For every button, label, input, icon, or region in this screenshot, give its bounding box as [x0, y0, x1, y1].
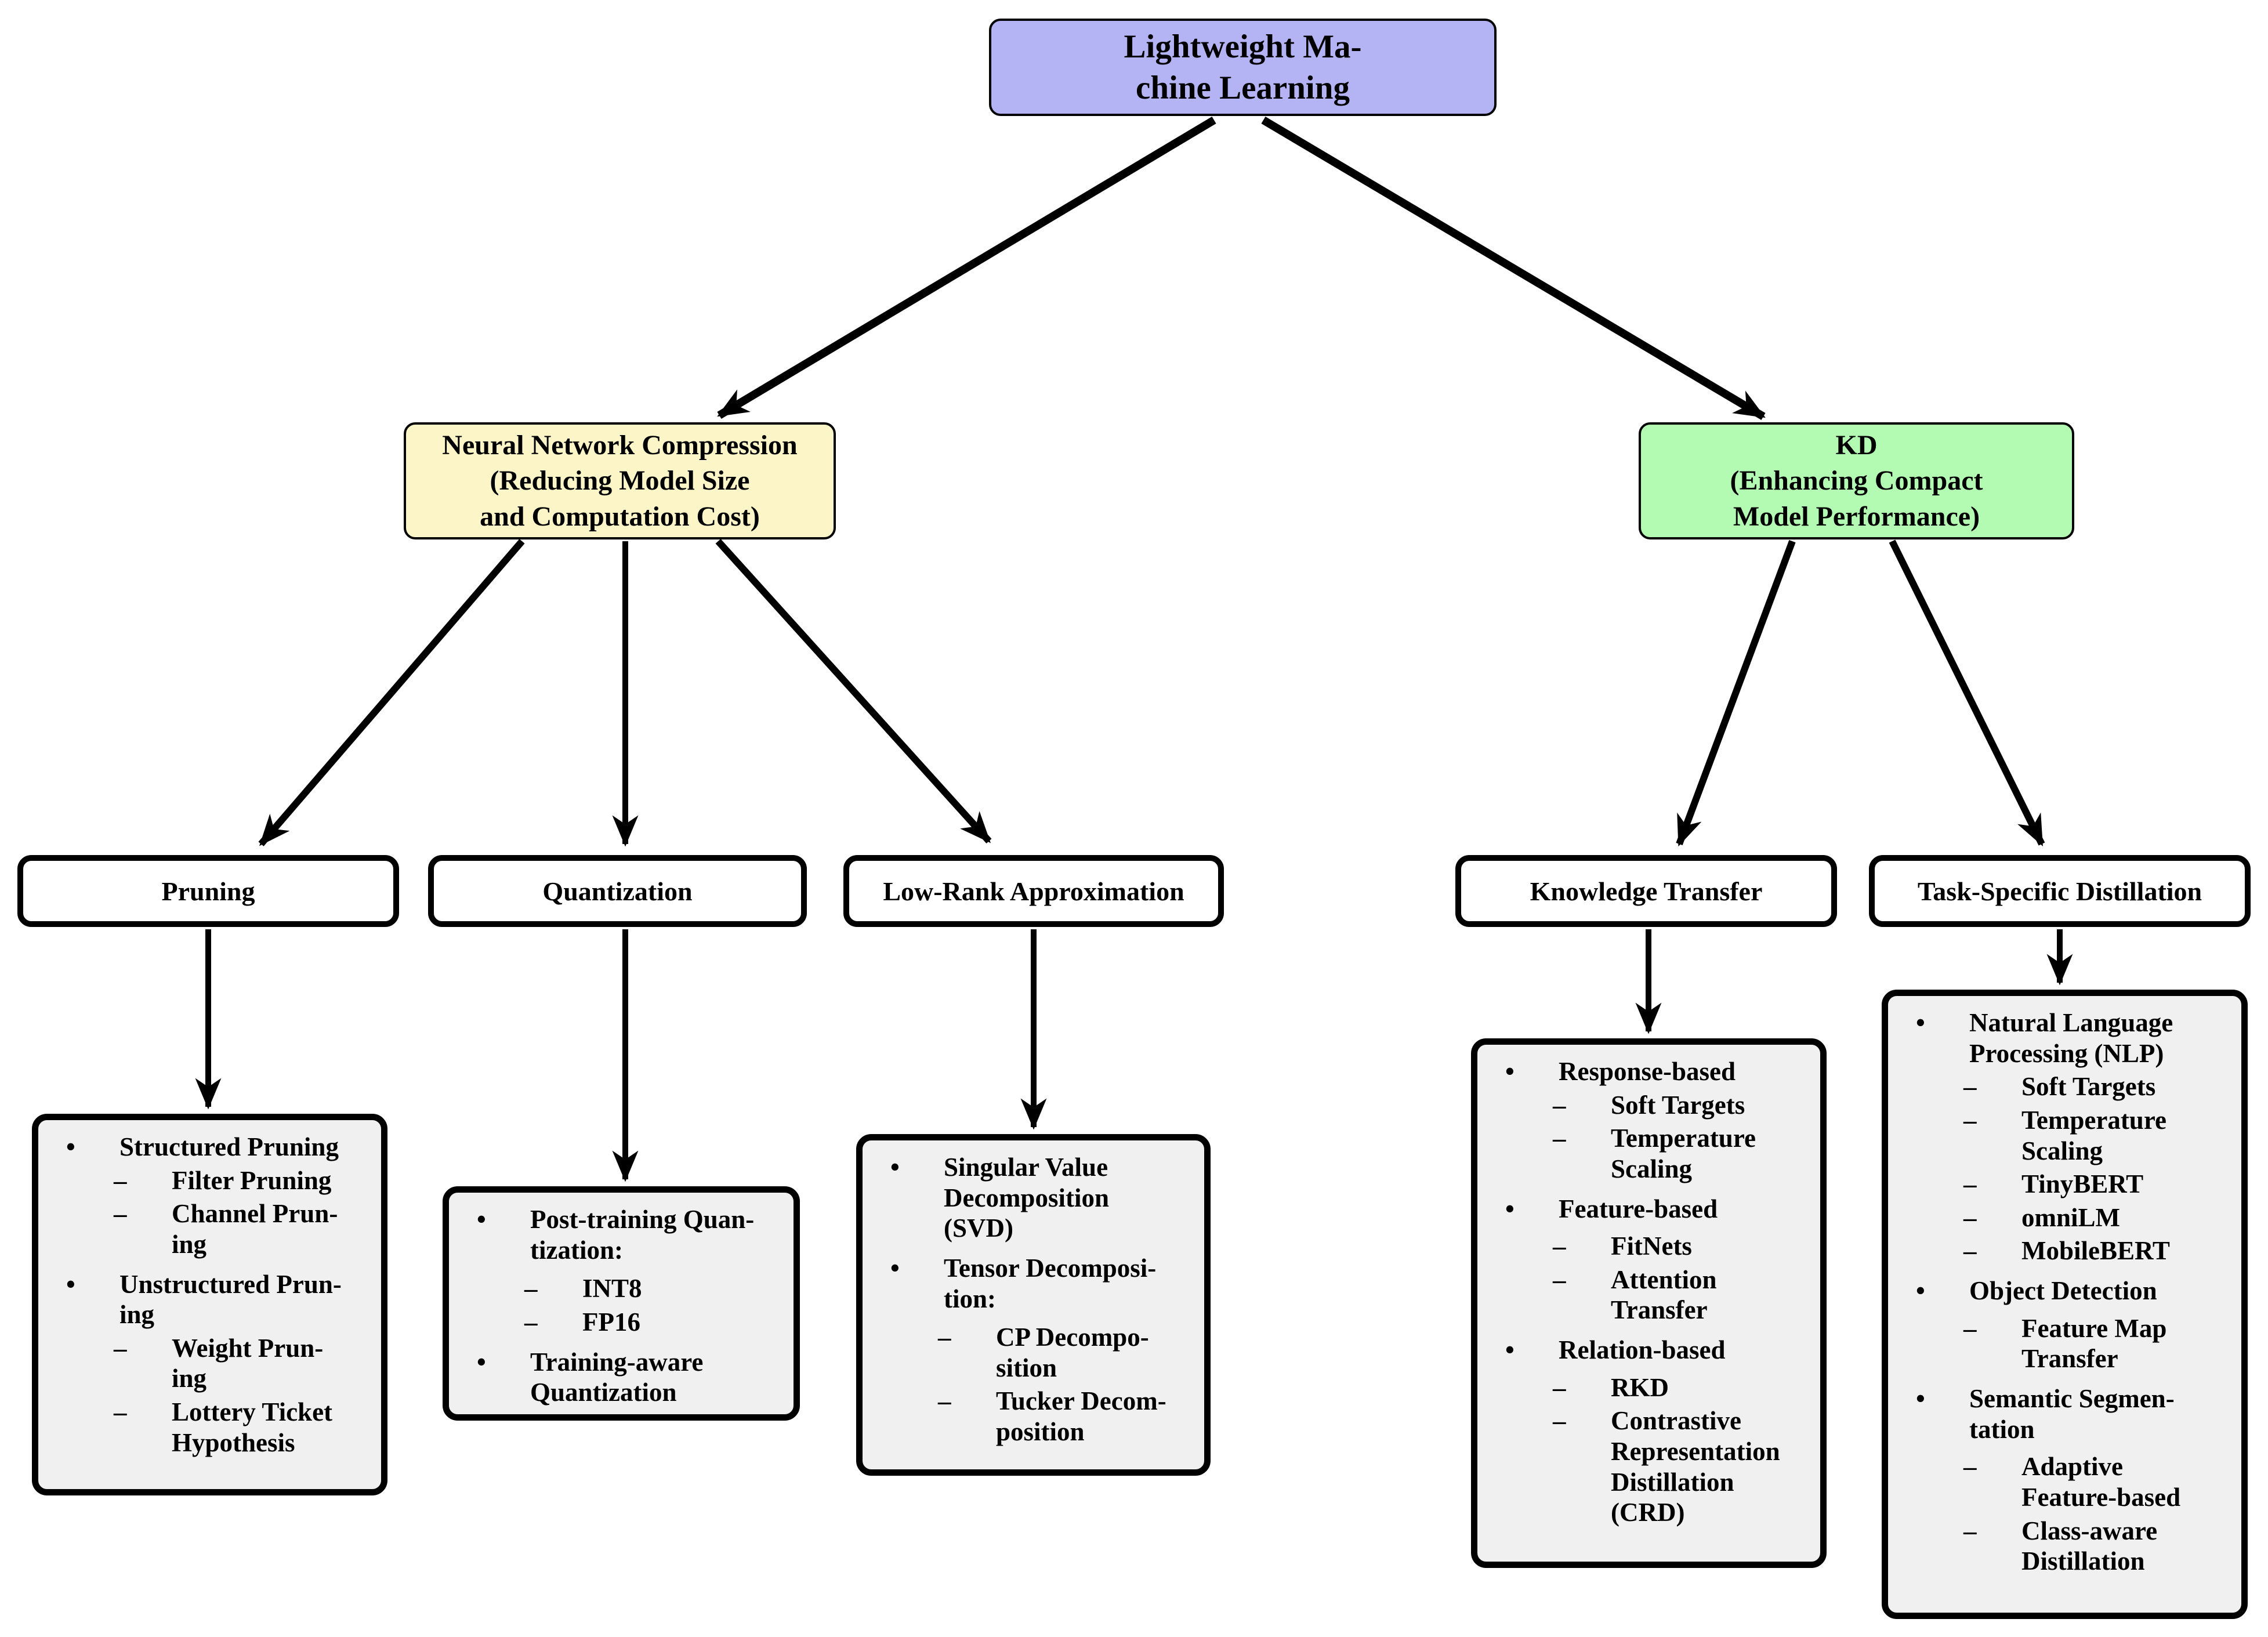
list-item: • Object Detection: [1916, 1276, 2157, 1306]
list-item: – FP16: [524, 1307, 640, 1337]
list-item: • Structured Pruning: [66, 1132, 339, 1161]
dash-icon: –: [1963, 1516, 1977, 1545]
list-item: – CP Decompo- sition: [938, 1323, 1149, 1382]
list-item: – RKD: [1553, 1372, 1669, 1402]
list-item: • Relation-based: [1505, 1335, 1726, 1365]
list-item: • Response-based: [1505, 1057, 1736, 1086]
branch-node-neural-network-compression: Neural Network Compression (Reducing Mod…: [404, 422, 836, 539]
list-item: – omniLM: [1963, 1203, 2121, 1232]
dash-icon: –: [114, 1333, 127, 1363]
list-item: – Weight Prun- ing: [114, 1333, 324, 1393]
bullet-icon: •: [66, 1269, 75, 1299]
list-item: – FitNets: [1553, 1232, 1692, 1261]
bullet-icon: •: [477, 1205, 486, 1234]
bullet-icon: •: [890, 1153, 900, 1182]
list-item: • Tensor Decomposi- tion:: [890, 1253, 1157, 1313]
category-node-low-rank-approximation: Low-Rank Approximation: [843, 855, 1224, 927]
dash-icon: –: [114, 1165, 127, 1195]
category-node-label: Pruning: [161, 876, 255, 906]
arrow-kd-to-knowledge: [1676, 539, 1796, 847]
dash-icon: –: [1963, 1313, 1977, 1343]
category-node-knowledge-transfer: Knowledge Transfer: [1455, 855, 1837, 927]
list-item: – Channel Prun- ing: [114, 1199, 338, 1259]
dash-icon: –: [114, 1397, 127, 1427]
list-item: – Feature Map Transfer: [1963, 1313, 2167, 1374]
bullet-icon: •: [1505, 1057, 1515, 1086]
arrow-root-to-kd: [1261, 116, 1766, 421]
list-item: • Training-aware Quantization: [477, 1347, 704, 1407]
list-item: – Class-aware Distillation: [1963, 1516, 2158, 1576]
detail-panel-low-rank-approximation: • Singular Value Decomposition (SVD) • T…: [856, 1134, 1211, 1476]
list-item: – Lottery Ticket Hypothesis: [114, 1397, 333, 1457]
list-item: – Temperature Scaling: [1963, 1105, 2166, 1165]
list-item: • Unstructured Prun- ing: [66, 1269, 342, 1330]
list-item: – Contrastive Representation Distillatio…: [1553, 1406, 1780, 1527]
list-item: – Adaptive Feature-based: [1963, 1452, 2181, 1512]
dash-icon: –: [1963, 1236, 1977, 1266]
arrow-nnc-to-pruning: [258, 539, 525, 846]
dash-icon: –: [1963, 1169, 1977, 1199]
bullet-icon: •: [1505, 1335, 1515, 1365]
bullet-icon: •: [66, 1132, 75, 1161]
branch-node-label: Neural Network Compression (Reducing Mod…: [442, 429, 798, 532]
dash-icon: –: [1963, 1203, 1977, 1232]
bullet-icon: •: [477, 1347, 486, 1377]
bullet-icon: •: [1505, 1194, 1515, 1223]
list-item: – MobileBERT: [1963, 1236, 2170, 1266]
arrow-root-to-nnc: [717, 116, 1216, 419]
detail-panel-knowledge-transfer: • Response-based – Soft Targets – Temper…: [1471, 1038, 1827, 1568]
bullet-icon: •: [1916, 1384, 1925, 1414]
category-node-quantization: Quantization: [428, 855, 807, 927]
list-item: • Natural Language Processing (NLP): [1916, 1008, 2173, 1068]
dash-icon: –: [938, 1323, 951, 1352]
list-item: – Filter Pruning: [114, 1165, 332, 1195]
list-item: – Temperature Scaling: [1553, 1124, 1756, 1183]
dash-icon: –: [1963, 1072, 1977, 1102]
root-node-lightweight-machine-learning: Lightweight Ma- chine Learning: [989, 19, 1497, 116]
list-item: • Singular Value Decomposition (SVD): [890, 1153, 1109, 1243]
detail-panel-quantization: • Post-training Quan- tization: – INT8 –…: [443, 1186, 800, 1421]
root-node-label: Lightweight Ma- chine Learning: [1124, 28, 1362, 106]
list-item: – Tucker Decom- position: [938, 1386, 1166, 1447]
arrow-nnc-to-lowrank: [715, 538, 992, 844]
category-node-label: Quantization: [542, 876, 693, 906]
category-node-label: Knowledge Transfer: [1530, 876, 1763, 906]
list-item: • Semantic Segmen- tation: [1916, 1384, 2175, 1444]
detail-panel-task-specific-distillation: • Natural Language Processing (NLP) – So…: [1882, 990, 2248, 1619]
category-node-label: Low-Rank Approximation: [883, 876, 1184, 906]
dash-icon: –: [1963, 1105, 1977, 1135]
branch-node-label: KD (Enhancing Compact Model Performance): [1730, 429, 1983, 532]
dash-icon: –: [1553, 1232, 1566, 1261]
list-item: – INT8: [524, 1274, 642, 1303]
dash-icon: –: [1553, 1265, 1566, 1294]
list-item: – Soft Targets: [1553, 1090, 1745, 1120]
dash-icon: –: [1553, 1124, 1566, 1153]
dash-icon: –: [114, 1199, 127, 1229]
list-item: – Attention Transfer: [1553, 1265, 1717, 1325]
bullet-icon: •: [1916, 1276, 1925, 1306]
dash-icon: –: [1553, 1406, 1566, 1436]
dash-icon: –: [1963, 1452, 1977, 1482]
dash-icon: –: [1553, 1372, 1566, 1402]
dash-icon: –: [524, 1274, 538, 1303]
category-node-task-specific-distillation: Task-Specific Distillation: [1869, 855, 2251, 927]
dash-icon: –: [524, 1307, 538, 1337]
list-item: • Feature-based: [1505, 1194, 1718, 1223]
detail-panel-pruning: • Structured Pruning – Filter Pruning – …: [32, 1114, 387, 1495]
bullet-icon: •: [1916, 1008, 1925, 1037]
list-item: • Post-training Quan- tization:: [477, 1205, 755, 1265]
dash-icon: –: [938, 1386, 951, 1416]
list-item: – Soft Targets: [1963, 1072, 2156, 1102]
category-node-label: Task-Specific Distillation: [1917, 876, 2202, 906]
bullet-icon: •: [890, 1253, 900, 1283]
branch-node-knowledge-distillation: KD (Enhancing Compact Model Performance): [1639, 422, 2074, 539]
dash-icon: –: [1553, 1090, 1566, 1120]
list-item: – TinyBERT: [1963, 1169, 2144, 1199]
category-node-pruning: Pruning: [17, 855, 399, 927]
arrow-kd-to-task: [1889, 539, 2045, 847]
